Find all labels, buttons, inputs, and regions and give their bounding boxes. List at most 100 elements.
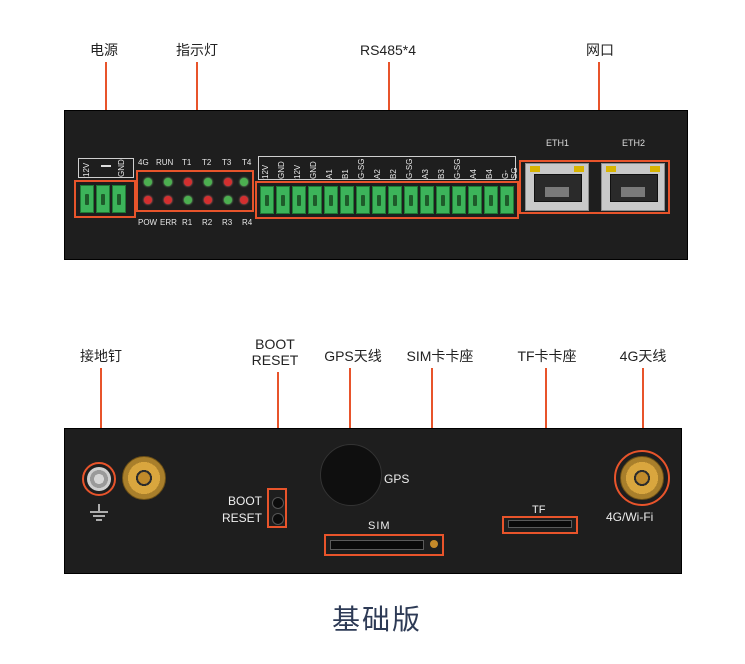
led-array xyxy=(136,170,254,212)
led-indicator-highlight xyxy=(136,170,254,212)
reset-button[interactable] xyxy=(272,513,284,525)
terminal-pin xyxy=(260,186,274,214)
ground-screw-highlight xyxy=(82,462,116,496)
rj45-socket xyxy=(610,174,658,202)
led-label-t4: T4 xyxy=(242,158,252,167)
led-green xyxy=(144,178,152,186)
power-label-strip: 12V GND xyxy=(78,158,134,178)
rs485-label: A1 xyxy=(325,169,334,179)
terminal-pin xyxy=(420,186,434,214)
eth1-label: ETH1 xyxy=(546,138,570,148)
gps-sma-connector xyxy=(122,456,166,500)
terminal-pin xyxy=(484,186,498,214)
rs485-label: G-SG xyxy=(453,158,462,179)
led-top-labels: 4G RUN T1 T2 T3 T4 xyxy=(136,158,260,168)
rs485-terminal xyxy=(260,186,516,214)
rs485-label: B1 xyxy=(341,169,350,179)
led-red xyxy=(204,196,212,204)
terminal-pin xyxy=(308,186,322,214)
terminal-pin xyxy=(436,186,450,214)
4g-leader xyxy=(642,368,644,454)
rs485-callout: RS485*4 xyxy=(359,42,417,58)
link-led-icon xyxy=(650,166,660,172)
eth1-port xyxy=(525,163,589,211)
led-label-err: ERR xyxy=(160,218,177,227)
reset-label: RESET xyxy=(221,511,262,525)
rs485-label: B2 xyxy=(389,169,398,179)
power-label-gnd: GND xyxy=(117,159,126,177)
rs485-label: G-SG xyxy=(405,158,414,179)
rj45-socket xyxy=(534,174,582,202)
led-red xyxy=(184,178,192,186)
gps-antenna-callout: GPS天线 xyxy=(324,348,382,364)
rs485-label: A4 xyxy=(469,169,478,179)
led-label-r1: R1 xyxy=(182,218,193,227)
sim-slot-highlight xyxy=(324,534,444,556)
led-red xyxy=(144,196,152,204)
rs485-label: GND xyxy=(277,161,286,179)
tf-slot-callout: TF卡卡座 xyxy=(517,348,577,364)
tf-card-slot[interactable] xyxy=(508,520,572,528)
rs485-label: G-SG xyxy=(357,158,366,179)
gps-leader xyxy=(349,368,351,448)
eth2-port xyxy=(601,163,665,211)
4g-wifi-label: 4G/Wi-Fi xyxy=(606,510,654,524)
terminal-pin xyxy=(388,186,402,214)
sim-label: SIM xyxy=(368,520,391,532)
led-red xyxy=(224,178,232,186)
link-led-icon xyxy=(606,166,616,172)
ground-symbol-icon xyxy=(88,504,110,522)
boot-button[interactable] xyxy=(272,497,284,509)
led-label-pow: POW xyxy=(138,218,158,227)
rs485-label: 12V xyxy=(261,164,270,179)
terminal-pin xyxy=(356,186,370,214)
link-led-icon xyxy=(530,166,540,172)
boot-label: BOOT xyxy=(227,494,262,508)
gps-label: GPS xyxy=(384,472,410,486)
boot-reset-callout-line2: RESET xyxy=(251,352,299,368)
terminal-pin xyxy=(96,185,110,213)
terminal-pin xyxy=(372,186,386,214)
rs485-label: GND xyxy=(309,161,318,179)
led-green xyxy=(240,178,248,186)
led-label-4g: 4G xyxy=(138,158,149,167)
boot-reset-callout-line1: BOOT xyxy=(255,336,295,352)
terminal-pin xyxy=(112,185,126,213)
led-label-r3: R3 xyxy=(222,218,233,227)
terminal-pin xyxy=(468,186,482,214)
rs485-label: B3 xyxy=(437,169,446,179)
terminal-pin xyxy=(324,186,338,214)
rs485-label: G-SG xyxy=(501,167,519,179)
led-label-run: RUN xyxy=(156,158,174,167)
led-label-r2: R2 xyxy=(202,218,213,227)
sim-card-slot[interactable] xyxy=(330,540,424,550)
led-red xyxy=(240,196,248,204)
net-port-callout: 网口 xyxy=(586,42,614,58)
boot-reset-highlight xyxy=(267,488,287,528)
led-green xyxy=(224,196,232,204)
led-label-t2: T2 xyxy=(202,158,212,167)
led-label-t3: T3 xyxy=(222,158,232,167)
rs485-label: A2 xyxy=(373,169,382,179)
terminal-pin xyxy=(80,185,94,213)
ground-screw xyxy=(87,467,111,491)
led-red xyxy=(164,196,172,204)
led-bottom-labels: POW ERR R1 R2 R3 R4 xyxy=(136,218,260,228)
tf-slot-highlight xyxy=(502,516,578,534)
ground-symbol-icon xyxy=(101,165,111,173)
led-green xyxy=(164,178,172,186)
ground-callout: 接地钉 xyxy=(80,348,122,364)
version-caption: 基础版 xyxy=(331,604,422,635)
gps-antenna-port xyxy=(320,444,382,506)
terminal-pin xyxy=(340,186,354,214)
terminal-pin xyxy=(404,186,418,214)
power-callout: 电源 xyxy=(90,42,118,58)
terminal-pin xyxy=(276,186,290,214)
rs485-label: B4 xyxy=(485,169,494,179)
rs485-label: A3 xyxy=(421,169,430,179)
4g-antenna-callout: 4G天线 xyxy=(619,348,667,364)
sim-slot-callout: SIM卡卡座 xyxy=(406,348,474,364)
rs485-terminal-highlight xyxy=(255,181,519,219)
terminal-pin xyxy=(500,186,514,214)
4g-sma-connector xyxy=(620,456,664,500)
